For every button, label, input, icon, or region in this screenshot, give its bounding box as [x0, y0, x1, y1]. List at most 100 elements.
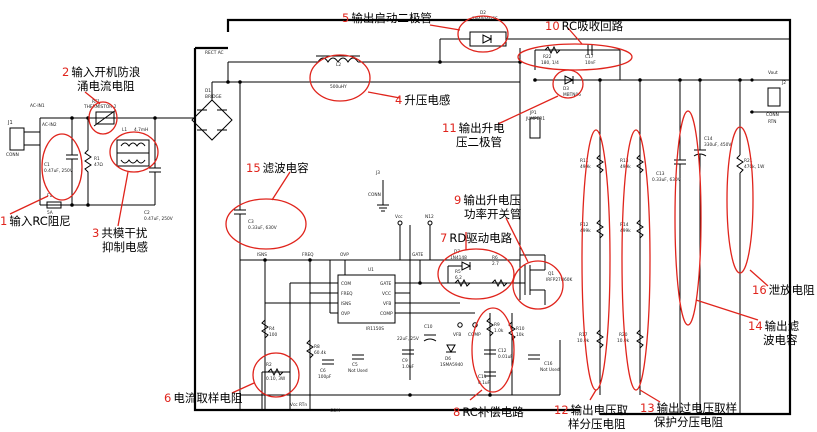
annotation-13-line2: 保护分压电阻: [654, 415, 723, 429]
label-r12: R12: [580, 222, 589, 228]
label-r20-val: 10.0k: [617, 338, 630, 344]
label-ac-in1: AC-IN1: [30, 103, 45, 109]
label-c12: C12: [498, 348, 507, 354]
label-r21-val: 470k, 1W: [744, 164, 765, 170]
highlight-ovp-divider: [621, 129, 651, 391]
label-n12: N12: [425, 214, 434, 220]
label-vcc: Vcc: [395, 214, 403, 220]
rt1-thermistor: [95, 111, 115, 125]
highlight-filter-cap: [225, 198, 307, 250]
annotation-2-line2: 涌电流电阻: [77, 79, 135, 93]
highlight-sense-resistor: [252, 352, 300, 398]
label-r4: R4: [269, 326, 275, 332]
leader-lines: [9, 24, 769, 403]
label-u1: U1: [368, 267, 374, 273]
highlight-vout-divider: [581, 129, 611, 391]
main-frame: [193, 18, 792, 416]
label-c9-val: 1.0uF: [402, 364, 415, 370]
highlight-boost-diode: [552, 69, 584, 99]
label-r22-val: 180, 1/4: [541, 60, 559, 66]
highlight-bleeder: [726, 126, 754, 274]
label-c5: C5: [352, 362, 358, 368]
output-section: [596, 78, 790, 414]
label-r6: R6: [492, 255, 498, 261]
label-vfb: VFB: [453, 332, 461, 338]
annotation-12-line2: 样分压电阻: [568, 417, 626, 431]
highlight-boost-inductor: [309, 54, 371, 102]
label-pin-gate: GATE: [380, 281, 392, 287]
junction-dots: [70, 60, 742, 397]
label-d2-val: 1N4004GSS: [472, 16, 498, 22]
jp1-jumper: [529, 117, 541, 139]
label-jp1-val: JUMPER1: [525, 116, 545, 122]
label-rt1: RT1: [92, 99, 100, 105]
label-c5-val: Not Used: [348, 368, 368, 374]
label-r14: R14: [620, 222, 629, 228]
label-pin-vfb: VFB: [383, 301, 391, 307]
label-pin-isns: ISNS: [341, 301, 351, 307]
label-r6-val: 2.7: [492, 261, 499, 267]
label-c14-val: 330uF, 450V: [704, 142, 731, 148]
highlight-thermistor: [88, 101, 118, 135]
label-r10: R10: [516, 326, 525, 332]
label-c11-val: 0.1uF: [478, 380, 491, 386]
label-conn-j3: CONN: [368, 192, 381, 198]
input-section: [9, 109, 195, 209]
label-c17-val: 10nF: [585, 60, 596, 66]
label-r20: R20: [619, 332, 628, 338]
label-r21: R21: [744, 158, 753, 164]
label-r12-val: 499k: [580, 228, 591, 234]
label-c10-val: 22uF, 25V: [397, 336, 419, 342]
label-l1-val: 4.7mH: [134, 127, 148, 133]
label-pin-com: COM: [341, 281, 351, 287]
label-q1-val: IRFP27N60K: [546, 277, 572, 283]
label-gate-net: GATE: [412, 252, 424, 258]
u1-ic: [337, 274, 396, 324]
controller-section: [240, 220, 561, 410]
label-j2: J2: [781, 80, 786, 86]
label-r8: R8: [314, 344, 320, 350]
label-r17: R17: [579, 332, 588, 338]
label-d3: D3: [563, 86, 569, 92]
label-j3: J3: [375, 170, 380, 176]
label-l2: L2: [336, 62, 341, 68]
label-c13: C13: [656, 171, 665, 177]
label-u1-val: IR1150S: [366, 326, 384, 332]
label-r1: R1: [94, 156, 100, 162]
label-d6-val: 1SMA5940: [440, 362, 463, 368]
label-c17: C17: [585, 54, 594, 60]
label-r22: R22: [543, 54, 552, 60]
label-r5-val: 6.2: [455, 275, 462, 281]
label-vout: Vout: [768, 70, 778, 76]
highlight-rc-comp: [471, 307, 515, 393]
label-c11: C11: [478, 374, 487, 380]
label-c16-val: Not Used: [540, 367, 560, 373]
label-com: COM: [330, 408, 340, 414]
label-d2: D2: [480, 10, 486, 16]
label-ac-in2: AC-IN2: [42, 122, 57, 128]
component-labels: J1 CONN AC-IN1 AC-IN2 C1 0.47uF, 250V F1…: [6, 10, 786, 414]
label-r13: R13: [620, 158, 629, 164]
annotation-11-line2: 压二极管: [456, 135, 502, 149]
label-f1-val: 5A: [47, 210, 53, 216]
label-conn-j2: CONN: [766, 112, 779, 118]
highlight-rc-snubber: [517, 43, 633, 71]
label-c6-val: 100pF: [318, 374, 332, 380]
label-comp: COMP: [468, 332, 481, 338]
label-f1: F1: [47, 193, 52, 199]
label-r4-val: 100: [269, 332, 277, 338]
